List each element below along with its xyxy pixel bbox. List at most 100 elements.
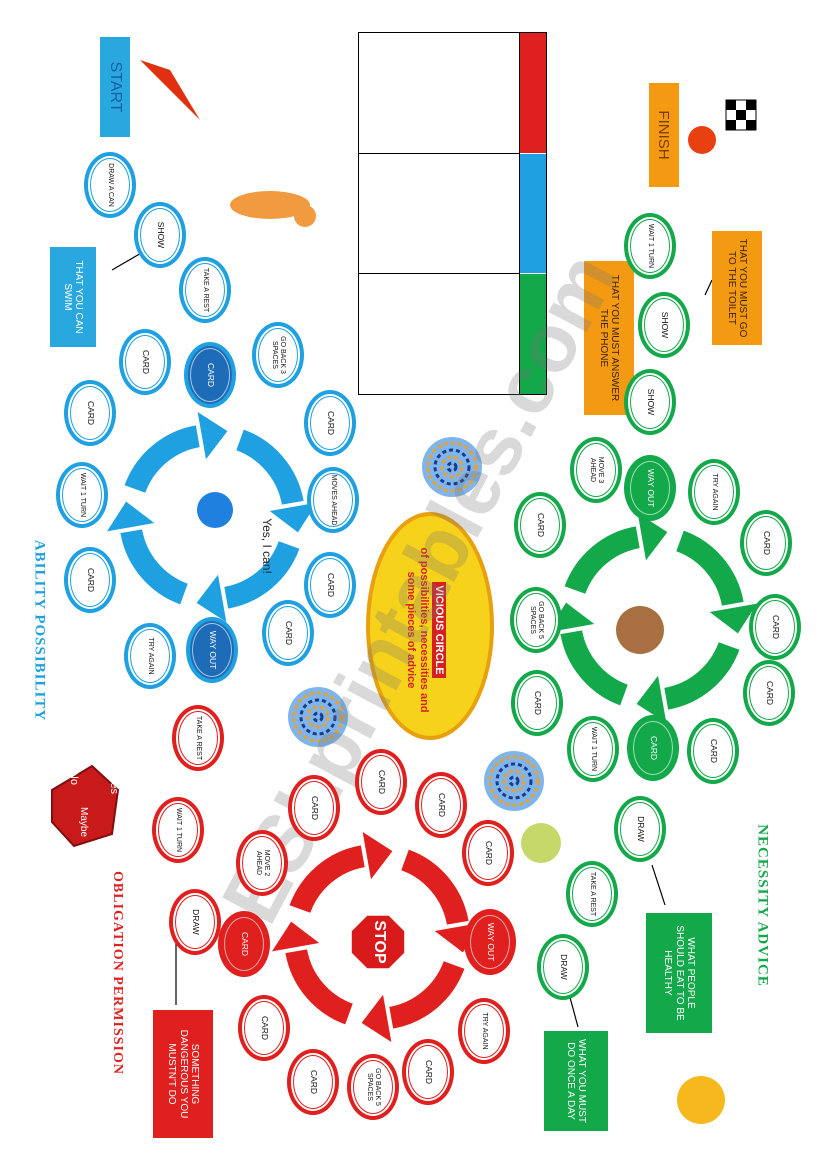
prompt-must-day: WHAT YOU MUST DO ONCE A DAY (544, 1031, 608, 1131)
space-label: CARD (239, 931, 250, 957)
green-space: WAIT 1 TURN (567, 716, 619, 782)
green-space: TAKE A REST (566, 861, 618, 927)
vortex-ring (292, 691, 344, 743)
space-label: WAIT 1 TURN (589, 726, 597, 772)
rocket-icon (140, 60, 200, 120)
dizzy-face-icon (521, 823, 561, 863)
blue-space: DRAW A CAN (84, 152, 136, 218)
center-caption: Yes, I can! (257, 506, 277, 586)
space-label: CARD (436, 792, 447, 818)
blue-space: CARD (262, 600, 314, 666)
dice-maybe-text: Maybe (78, 806, 90, 837)
red-space: TAKE A REST (172, 705, 224, 771)
racer-icon (688, 126, 716, 154)
start-label: START (107, 61, 124, 113)
space-label: CARD (140, 349, 151, 375)
space-label: CARD (483, 840, 494, 866)
score-color-green (520, 274, 546, 394)
vortex-icon (422, 437, 482, 497)
blue-space: GO BACK 3 SPACES (252, 322, 304, 388)
prompt-must-toilet: THAT YOU MUST GO TO THE TOILET (712, 231, 762, 345)
green-space: WAIT 1 TURN (624, 213, 676, 279)
score-cell-2 (359, 154, 520, 274)
red-space: CARD (355, 749, 407, 815)
animal-icon (616, 606, 664, 654)
dice-maybe: Maybe (77, 802, 91, 842)
label-ability-possibility-text: ABILITY POSSIBILITY (31, 539, 48, 722)
green-space: DRAW (614, 796, 666, 862)
smiley-icon (677, 1076, 725, 1124)
label-ability-possibility: ABILITY POSSIBILITY (31, 536, 48, 726)
green-space: WAY OUT (624, 455, 676, 521)
green-arrow-4 (560, 629, 629, 706)
score-color-blue (520, 154, 546, 273)
space-label: WAIT 1 TURN (78, 472, 86, 518)
dice-yes: Yes (107, 770, 121, 800)
red-arrow-4 (285, 948, 354, 1025)
space-label: TAKE A REST (194, 715, 202, 761)
green-space: DRAW (537, 934, 589, 1000)
red-arrowhead-3 (361, 994, 392, 1043)
vortex-ring (508, 775, 520, 787)
space-label: CARD (308, 1069, 319, 1095)
space-label: TRY AGAIN (710, 473, 718, 511)
dice-no-text: No (68, 770, 80, 786)
blue-space: CARD (64, 380, 116, 446)
blue-arrow-2 (235, 429, 304, 506)
prompt-should-eat: WHAT PEOPLE SHOULD EAT TO BE HEALTHY (646, 913, 712, 1033)
space-label: CARD (532, 690, 543, 716)
stop-sign-label: STOP (371, 920, 388, 964)
space-label: DRAW (558, 954, 569, 980)
flag-square (746, 120, 756, 130)
red-space: CARD (238, 995, 290, 1061)
score-cell-1 (359, 33, 520, 154)
vortex-icon (288, 687, 348, 747)
green-arrowhead-1 (637, 512, 668, 561)
finish-box: FINISH (649, 83, 679, 187)
space-label: TRY AGAIN (146, 637, 154, 675)
center-caption-text: Yes, I can! (260, 518, 274, 574)
space-label: SHOW (645, 388, 656, 416)
stop-sign-text: STOP (367, 917, 391, 967)
blue-space: TRY AGAIN (124, 623, 176, 689)
vortex-ring (299, 698, 337, 736)
prompt-can-swim: THAT YOU CAN SWIM (50, 247, 96, 347)
flag-square (726, 100, 736, 110)
blue-arrow-4 (120, 528, 189, 605)
space-label: DRAW (635, 816, 646, 842)
green-space: CARD (627, 715, 679, 781)
space-label: CARD (376, 769, 387, 795)
space-label: CARD (761, 530, 772, 556)
red-space: CARD (287, 1049, 339, 1115)
space-label: DRAW (190, 909, 201, 935)
dice-icon (51, 764, 120, 848)
finish-label: FINISH (655, 110, 673, 160)
red-arrowhead-1 (362, 831, 393, 880)
green-space: CARD (511, 670, 563, 736)
green-space: CARD (743, 660, 795, 726)
red-space: WAY OUT (464, 909, 516, 975)
dice-yes-text: Yes (108, 776, 120, 794)
vortex-icon (484, 751, 544, 811)
red-arrow-3 (388, 960, 465, 1029)
green-space: TRY AGAIN (688, 459, 740, 525)
space-label: TRY AGAIN (480, 1012, 488, 1050)
blue-space: WAIT 1 TURN (56, 462, 108, 528)
vortex-ring (312, 711, 324, 723)
blue-arrowhead-4 (106, 501, 155, 532)
space-label: CARD (764, 680, 775, 706)
green-arrow-1 (564, 526, 641, 595)
label-necessity-advice-text: NECESSITY ADVICE (754, 824, 771, 987)
green-space: CARD (514, 492, 566, 558)
space-label: CARD (309, 795, 320, 821)
space-label: GO BACK 3 SPACES (271, 336, 286, 374)
blue-space: CARD (304, 552, 356, 618)
blue-space: CARD (304, 390, 356, 456)
green-space: SHOW (638, 292, 690, 358)
vortex-ring (446, 461, 458, 473)
blue-arrowhead-2 (269, 502, 318, 533)
space-label: CARD (283, 620, 294, 646)
blue-space: MOVES AHEAD (307, 467, 359, 533)
stop-sign-icon (348, 912, 408, 972)
space-label: TAKE A REST (588, 871, 596, 917)
